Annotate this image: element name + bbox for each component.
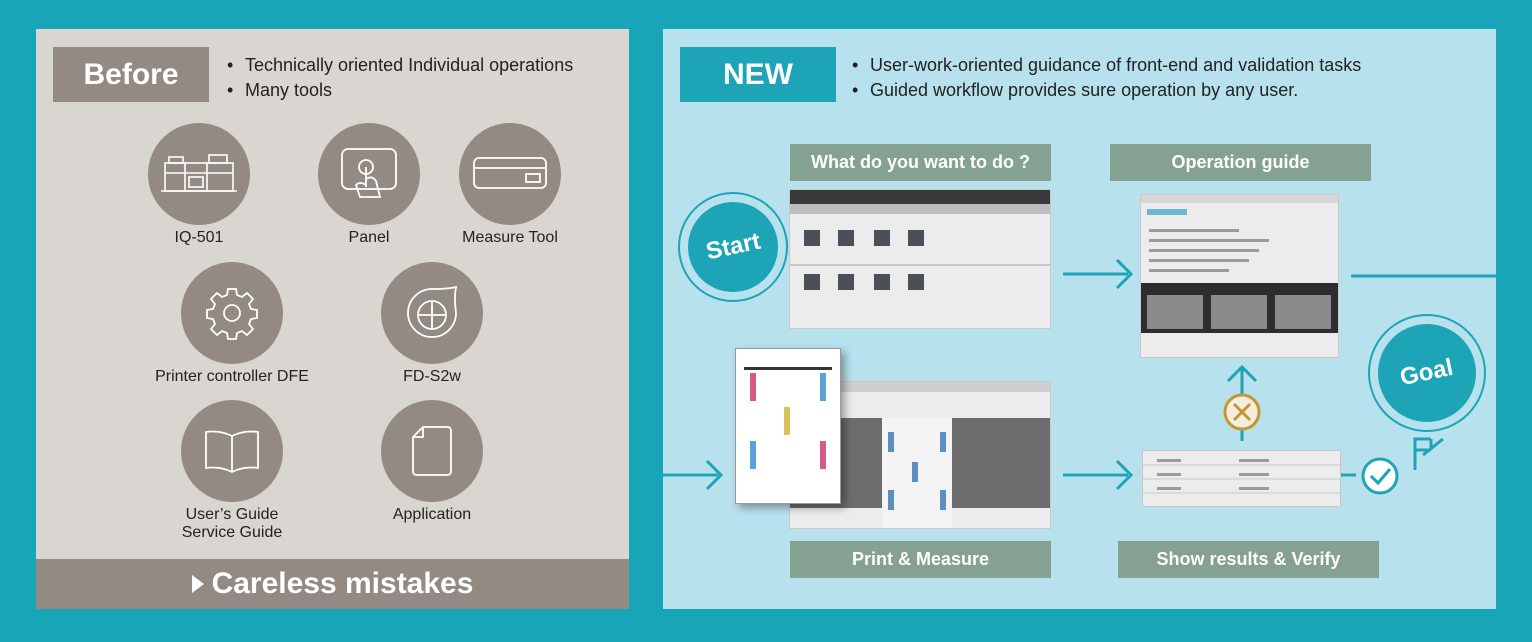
tool-circle (318, 123, 420, 225)
before-bullet: Technically oriented Individual operatio… (223, 53, 573, 78)
start-ring: Start (678, 192, 788, 302)
step-what-label: What do you want to do ? (790, 144, 1051, 181)
verify-content (1143, 459, 1340, 494)
tool-label: Measure Tool (462, 229, 558, 246)
arrow-right-icon (663, 459, 724, 491)
test-chart-page (735, 348, 841, 504)
tool-label: Application (392, 506, 472, 523)
menu-tiles (790, 204, 1050, 290)
document-icon (412, 426, 452, 476)
arrow-right-icon (1063, 258, 1134, 290)
tool-circle (381, 262, 483, 364)
tool-label: User’s Guide Service Guide (137, 506, 327, 542)
arrow-right-icon (1063, 459, 1134, 491)
before-bullets: Technically oriented Individual operatio… (223, 53, 573, 103)
window-titlebar (790, 190, 1050, 204)
tool-circle (148, 123, 250, 225)
tool-label: Panel (348, 229, 390, 246)
printer-icon (161, 154, 237, 192)
tool-circle (181, 262, 283, 364)
verify-screenshot (1142, 450, 1341, 507)
tool-circle (381, 400, 483, 502)
x-circle-icon (1223, 393, 1261, 431)
goal-text: Goal (1398, 353, 1456, 392)
guide-content (1141, 195, 1338, 333)
goal-badge: Goal (1378, 324, 1476, 422)
tool-iq501: IQ-501 (104, 123, 294, 247)
step-verify-label: Show results & Verify (1118, 541, 1379, 578)
menu-screenshot (789, 189, 1051, 329)
touch-panel-icon (341, 148, 397, 198)
tool-printer-controller: Printer controller DFE (137, 262, 327, 386)
step-print-label: Print & Measure (790, 541, 1051, 578)
book-icon (205, 430, 259, 474)
fd-s2w-icon (407, 285, 458, 338)
gear-icon (206, 288, 258, 340)
before-tag: Before (53, 47, 209, 102)
tool-circle (459, 123, 561, 225)
careless-mistakes-banner: Careless mistakes (36, 559, 629, 609)
careless-mistakes-text: Careless mistakes (211, 567, 474, 600)
users-guide-label: User’s Guide (185, 506, 279, 523)
tool-guides: User’s Guide Service Guide (137, 400, 327, 542)
before-panel: Before Technically oriented Individual o… (36, 29, 629, 609)
new-panel: NEW User-work-oriented guidance of front… (663, 29, 1496, 609)
tool-label: Printer controller DFE (155, 368, 309, 385)
flow-arrows (663, 258, 1496, 491)
tool-circle (181, 400, 283, 502)
new-bullet: Guided workflow provides sure operation … (848, 78, 1361, 103)
goal-ring: Goal (1368, 314, 1486, 432)
tool-label: FD-S2w (403, 368, 461, 385)
before-bullet: Many tools (223, 78, 573, 103)
new-bullets: User-work-oriented guidance of front-end… (848, 53, 1361, 103)
start-badge: Start (688, 202, 778, 292)
service-guide-label: Service Guide (181, 524, 283, 541)
new-tag: NEW (680, 47, 836, 102)
step-guide-label: Operation guide (1110, 144, 1371, 181)
print-measure-screenshot (789, 381, 1051, 529)
tool-fd-s2w: FD-S2w (337, 262, 527, 386)
operation-guide-screenshot (1140, 194, 1339, 358)
tool-application: Application (337, 400, 527, 524)
tool-measure: Measure Tool (415, 123, 605, 247)
color-patch-chart (744, 367, 832, 469)
new-bullet: User-work-oriented guidance of front-end… (848, 53, 1361, 78)
start-text: Start (703, 227, 763, 266)
check-circle-icon (1361, 457, 1399, 495)
triangle-right-icon (191, 575, 204, 593)
tool-panel: Panel (274, 123, 464, 247)
tool-label: IQ-501 (174, 229, 224, 246)
measure-device-icon (473, 157, 547, 189)
